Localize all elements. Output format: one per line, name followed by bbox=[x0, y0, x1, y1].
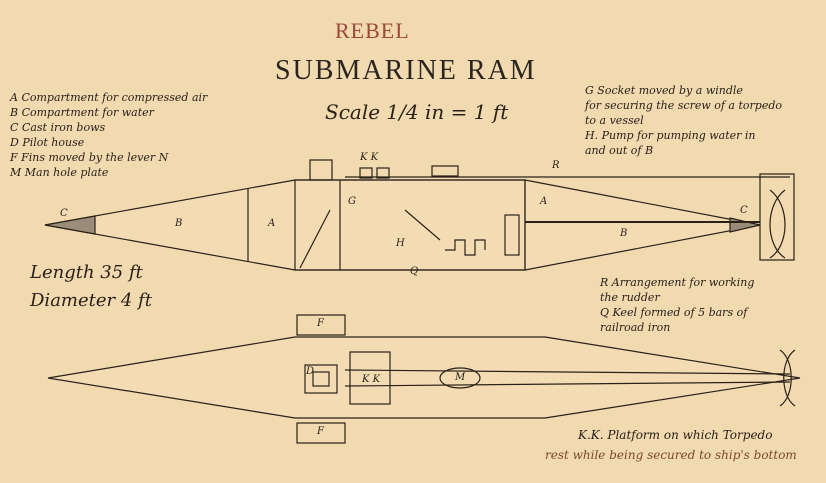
legend-item: B Compartment for water bbox=[10, 106, 154, 119]
legend-item: G Socket moved by a windle bbox=[585, 84, 743, 97]
label-c-stern: C bbox=[740, 205, 748, 216]
legend-item: for securing the screw of a torpedo bbox=[585, 99, 783, 112]
legend-item: F Fins moved by the lever N bbox=[10, 151, 169, 164]
label-c: C bbox=[60, 208, 68, 219]
label-h: H bbox=[396, 238, 405, 249]
legend-item: H. Pump for pumping water in bbox=[585, 129, 756, 142]
stern-cast-iron bbox=[729, 217, 761, 233]
label-f-bottom: F bbox=[317, 426, 324, 437]
legend-item: C Cast iron bows bbox=[10, 121, 106, 134]
torpedo-platform bbox=[349, 351, 391, 405]
fin-top bbox=[296, 314, 346, 336]
label-kk: K K bbox=[360, 152, 379, 163]
scale-label: Scale 1/4 in = 1 ft bbox=[325, 100, 509, 124]
legend-item: D Pilot house bbox=[10, 136, 85, 149]
label-q: Q bbox=[410, 266, 419, 277]
label-d: D bbox=[306, 366, 315, 377]
label-a-right: A bbox=[540, 196, 548, 207]
top-view-hull bbox=[47, 336, 801, 419]
diameter-label: Diameter 4 ft bbox=[30, 290, 152, 311]
subtitle: SUBMARINE RAM bbox=[275, 55, 537, 86]
legend-item: Q Keel formed of 5 bars of bbox=[600, 306, 748, 319]
bow-cast-iron bbox=[44, 215, 96, 235]
pilot-house bbox=[309, 159, 333, 181]
legend-item: railroad iron bbox=[600, 321, 671, 334]
side-view-hull bbox=[44, 179, 761, 271]
note-line-1: K.K. Platform on which Torpedo bbox=[578, 428, 773, 442]
label-r: R bbox=[552, 160, 560, 171]
title: REBEL bbox=[335, 18, 410, 43]
legend-item: M Man hole plate bbox=[10, 166, 109, 179]
legend-item: to a vessel bbox=[585, 114, 644, 127]
label-b: B bbox=[175, 218, 183, 229]
legend-left: A Compartment for compressed air B Compa… bbox=[10, 90, 207, 180]
legend-item: and out of B bbox=[585, 144, 654, 157]
legend-item: R Arrangement for working bbox=[600, 276, 755, 289]
label-m: M bbox=[455, 372, 466, 383]
note-line-2: rest while being secured to ship's botto… bbox=[545, 448, 797, 462]
label-a: A bbox=[268, 218, 276, 229]
legend-right-mid: R Arrangement for working the rudder Q K… bbox=[600, 275, 754, 335]
legend-item: A Compartment for compressed air bbox=[10, 91, 208, 104]
label-kk-top: K K bbox=[362, 374, 381, 385]
legend-item: the rudder bbox=[600, 291, 660, 304]
fin-bottom bbox=[296, 422, 346, 444]
length-label: Length 35 ft bbox=[30, 262, 143, 283]
label-f-top: F bbox=[317, 318, 324, 329]
manhole bbox=[304, 364, 338, 394]
legend-right-top: G Socket moved by a windle for securing … bbox=[585, 83, 782, 158]
label-b-right: B bbox=[620, 228, 628, 239]
label-g: G bbox=[348, 196, 356, 207]
rudder-box bbox=[759, 173, 795, 261]
